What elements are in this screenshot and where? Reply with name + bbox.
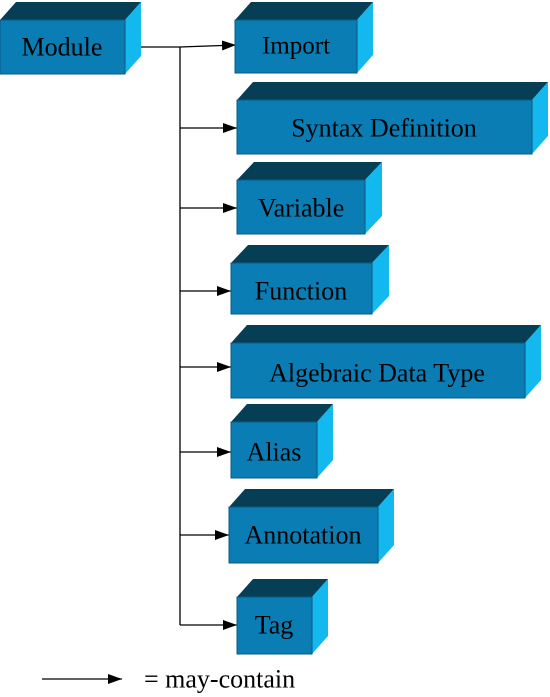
alias-box-side [317, 404, 333, 478]
arrow-import [179, 40, 237, 51]
syntax-definition-box-face [236, 99, 533, 155]
annotation-box: Annotation [228, 489, 394, 564]
annotation-label: Annotation [245, 521, 362, 550]
module-box-top [0, 2, 141, 20]
variable-box-top [237, 162, 382, 180]
module-box-face [0, 19, 126, 75]
tag-label: Tag [255, 611, 294, 640]
legend: = may-contain [42, 665, 295, 694]
import-box: Import [234, 2, 373, 74]
variable-box-side [365, 162, 382, 234]
module-box: Module [0, 2, 141, 75]
function-box-side [372, 245, 389, 314]
alias-box-top [231, 404, 333, 422]
variable-box-face [236, 179, 366, 235]
tag-box-face [236, 596, 313, 655]
import-box-top [235, 2, 373, 20]
legend-label: = may-contain [144, 665, 295, 694]
function-label: Function [255, 277, 347, 306]
import-box-side [357, 2, 373, 73]
algebraic-data-type-label: Algebraic Data Type [269, 359, 485, 388]
function-box-face [230, 262, 373, 315]
function-box: Function [230, 245, 389, 315]
annotation-box-side [378, 489, 394, 563]
syntax-definition-label: Syntax Definition [291, 114, 477, 143]
algebraic-data-type-box-side [525, 325, 541, 398]
connectors [125, 40, 237, 630]
algebraic-data-type-box-top [231, 325, 541, 343]
import-label: Import [262, 33, 330, 60]
module-box-side [125, 2, 141, 74]
tag-box-side [312, 579, 328, 654]
tag-box-top [237, 579, 328, 597]
syntax-definition-box-side [532, 82, 548, 154]
syntax-definition-box: Syntax Definition [236, 82, 548, 155]
algebraic-data-type-box: Algebraic Data Type [230, 325, 541, 399]
alias-label: Alias [247, 438, 302, 467]
alias-box: Alias [230, 404, 333, 479]
tag-box: Tag [236, 579, 328, 655]
variable-box: Variable [236, 162, 382, 235]
syntax-definition-box-top [237, 82, 548, 100]
function-box-top [231, 245, 389, 263]
annotation-box-top [229, 489, 394, 507]
algebraic-data-type-box-face [230, 342, 526, 399]
import-box-face [234, 19, 358, 74]
annotation-box-face [228, 506, 379, 564]
variable-label: Variable [258, 194, 345, 223]
module-label: Module [22, 33, 103, 62]
alias-box-face [230, 421, 318, 479]
